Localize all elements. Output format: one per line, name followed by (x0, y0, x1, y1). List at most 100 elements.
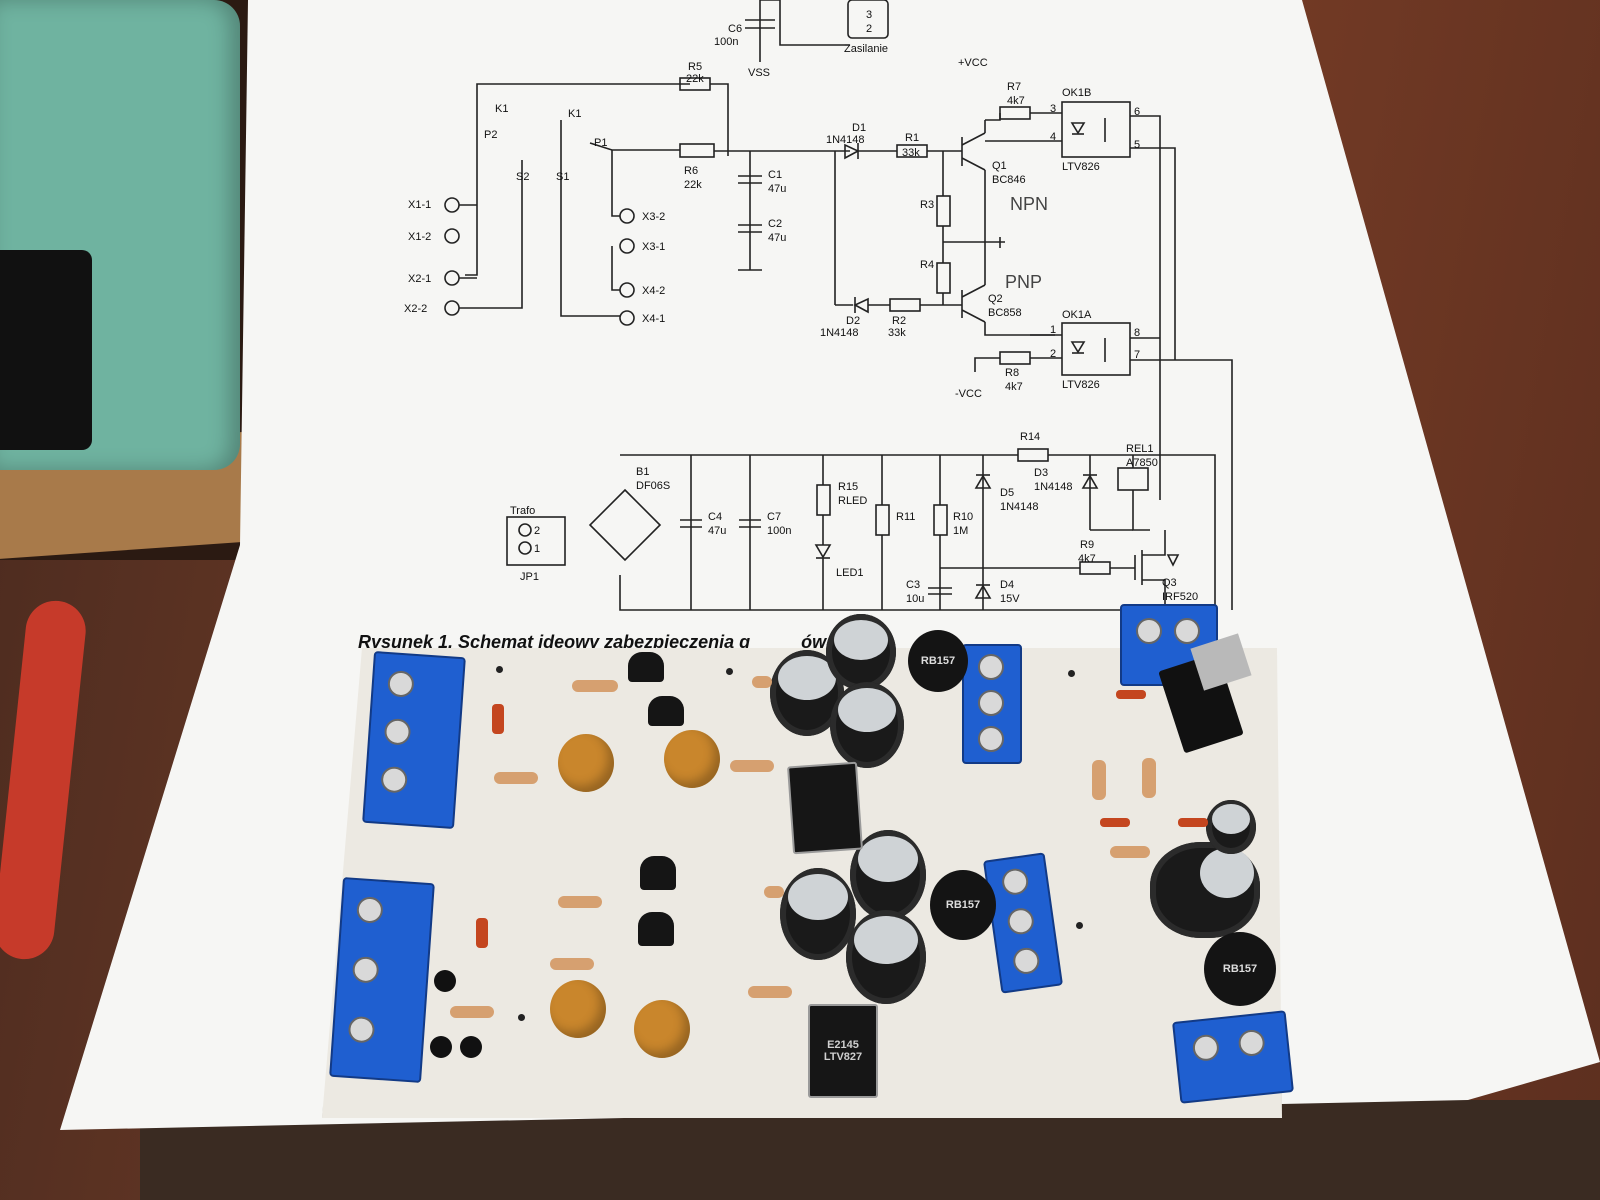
label-r3: R3 (920, 199, 934, 211)
label-x1-2: X1-2 (408, 231, 431, 243)
pcb-hole (1068, 670, 1075, 677)
resistor (494, 772, 538, 784)
label-pin6: 6 (1134, 106, 1140, 118)
screw-icon (1174, 618, 1200, 644)
label-trafo: Trafo (510, 505, 535, 517)
terminal-block-3pin-middle-top (962, 644, 1022, 764)
label-ltv826-b: LTV826 (1062, 161, 1100, 173)
label-d5-value: 1N4148 (1000, 501, 1039, 513)
ic-label-line2: LTV827 (823, 1051, 863, 1063)
bridge-rectifier: RB157 (908, 630, 968, 692)
label-s2: S2 (516, 171, 529, 183)
label-r6-value: 22k (684, 179, 702, 191)
label-z3: 3 (866, 9, 872, 21)
label-vss: VSS (748, 67, 770, 79)
screw-icon (1000, 867, 1030, 897)
caption-tail: ów (801, 632, 827, 652)
diode (1178, 818, 1208, 827)
screw-icon (355, 896, 384, 924)
label-pin4: 4 (1050, 131, 1056, 143)
label-x4-2: X4-2 (642, 285, 665, 297)
label-c4-value: 47u (708, 525, 726, 537)
label-r7: R7 (1007, 81, 1021, 93)
label-c3-value: 10u (906, 593, 924, 605)
label-r5-value: 22k (686, 73, 704, 85)
schematic-wires (444, 0, 1233, 611)
tantalum-capacitor (634, 1000, 690, 1058)
pcb-hole (1076, 922, 1083, 929)
label-r8-value: 4k7 (1005, 381, 1023, 393)
label-c4: C4 (708, 511, 722, 523)
screw-icon (978, 654, 1004, 680)
screw-icon (383, 717, 412, 746)
resistor (572, 680, 618, 692)
electrolytic-capacitor (826, 614, 896, 690)
electrolytic-capacitor-small (1206, 800, 1256, 854)
label-r1: R1 (905, 132, 919, 144)
label-r4: R4 (920, 259, 934, 271)
label-c2-value: 47u (768, 232, 786, 244)
diode (1100, 818, 1130, 827)
screw-icon (1006, 906, 1036, 936)
electrolytic-capacitor (830, 682, 904, 768)
screw-icon (387, 670, 415, 698)
label-pin2: 2 (1050, 348, 1056, 360)
resistor-vertical (1142, 758, 1156, 798)
label-b1-value: DF06S (636, 480, 670, 492)
bridge-rectifier: RB157 (1204, 932, 1276, 1006)
label-pin5: 5 (1134, 139, 1140, 151)
resistor (450, 1006, 494, 1018)
resistor (764, 886, 784, 898)
label-d4-value: 15V (1000, 593, 1020, 605)
resistor (730, 760, 774, 772)
label-r7-value: 4k7 (1007, 95, 1025, 107)
label-pin1: 1 (1050, 324, 1056, 336)
label-r1-value: 33k (902, 147, 920, 159)
label-pin7: 7 (1134, 349, 1140, 361)
label-c1-value: 47u (768, 183, 786, 195)
label-z2: 2 (866, 23, 872, 35)
label-jp-pin1: 1 (534, 543, 540, 555)
electrolytic-capacitor (780, 868, 856, 960)
screw-icon (380, 765, 409, 794)
diode (476, 918, 488, 948)
optocoupler-ic-ltv827: E2145 LTV827 (808, 1004, 878, 1098)
figure-caption: Rysunek 1. Schemat ideowy zabezpieczenia… (358, 632, 826, 653)
label-q1-value: BC846 (992, 174, 1026, 186)
label-pnp-handwritten: PNP (1005, 272, 1042, 292)
label-x2-2: X2-2 (404, 303, 427, 315)
label-x3-1: X3-1 (642, 241, 665, 253)
pcb-mounting-hole (434, 970, 456, 992)
bridge-label: RB157 (920, 655, 956, 667)
label-d1-value: 1N4148 (826, 134, 865, 146)
bridge-label: RB157 (1222, 963, 1258, 975)
transistor-to92 (640, 856, 676, 890)
label-r10-value: 1M (953, 525, 968, 537)
label-vcc-neg: -VCC (955, 388, 982, 400)
label-rel1-value: A7850 (1126, 457, 1158, 469)
label-c3: C3 (906, 579, 920, 591)
label-s1: S1 (556, 171, 569, 183)
resistor (1110, 846, 1150, 858)
label-q1: Q1 (992, 160, 1007, 172)
label-r8: R8 (1005, 367, 1019, 379)
screw-icon (1191, 1033, 1221, 1063)
terminal-block-3pin-top-left (362, 651, 466, 829)
label-d3: D3 (1034, 467, 1048, 479)
label-r11: R11 (896, 511, 915, 523)
screw-icon (347, 1015, 376, 1044)
label-p2: P2 (484, 129, 497, 141)
label-c6: C6 (728, 23, 742, 35)
label-x1-1: X1-1 (408, 199, 431, 211)
label-c6-value: 100n (714, 36, 738, 48)
optocoupler-ic (787, 761, 863, 855)
label-d2: D2 (846, 315, 860, 327)
screw-icon (1237, 1028, 1266, 1058)
label-x3-2: X3-2 (642, 211, 665, 223)
screw-icon (978, 690, 1004, 716)
label-r6: R6 (684, 165, 698, 177)
resistor (752, 676, 772, 688)
pcb-hole (496, 666, 503, 673)
screw-icon (978, 726, 1004, 752)
pcb-hole (518, 1014, 525, 1021)
